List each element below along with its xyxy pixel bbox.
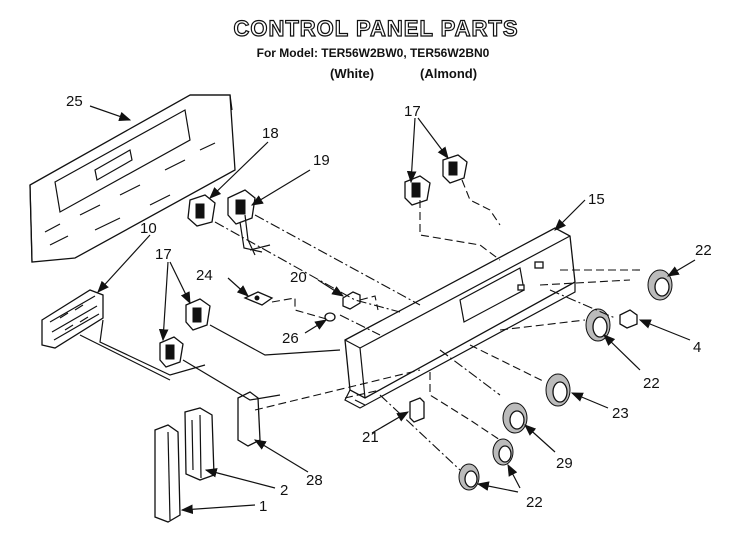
part-17-switch-lower-lower (159, 336, 184, 368)
callout-21: 21 (362, 429, 379, 446)
part-2-end-cap (184, 407, 215, 481)
part-15-control-panel (344, 227, 576, 409)
part-18-switch (187, 194, 216, 227)
variant-white: (White) (330, 66, 375, 81)
part-10-display-board (41, 289, 104, 349)
part-17-switch-lower-upper (185, 298, 211, 331)
callout-23: 23 (612, 405, 629, 422)
callout-15: 15 (588, 191, 605, 208)
model-line: For Model: TER56W2BW0, TER56W2BN0 (256, 46, 490, 60)
part-1-end-cap (154, 424, 181, 523)
part-22-knob-right-top (647, 269, 673, 301)
part-22-knob-bottom-left (458, 463, 480, 491)
part-19-switch-with-wires (227, 189, 271, 256)
variant-almond: (Almond) (420, 66, 478, 81)
callout-28: 28 (306, 472, 323, 489)
callout-17-top: 17 (404, 103, 421, 120)
part-26-bulb (324, 312, 336, 322)
part-22-knob-right-mid (585, 308, 611, 342)
callout-24: 24 (196, 267, 213, 284)
callout-26: 26 (282, 330, 299, 347)
callout-22-top-right: 22 (695, 242, 712, 259)
callout-22-middle: 22 (643, 375, 660, 392)
callout-2: 2 (280, 482, 288, 499)
part-29-knob (502, 402, 528, 434)
leader-arrows (89, 105, 696, 515)
part-24-clip (243, 291, 274, 306)
part-25-rear-panel (29, 94, 236, 263)
part-23-knob (545, 373, 571, 407)
callout-18: 18 (262, 125, 279, 142)
part-21-bracket (409, 397, 425, 423)
assembly-lines (79, 179, 640, 471)
part-4-indicator (619, 309, 638, 329)
part-22-knob-bottom-right (492, 438, 514, 466)
part-17-switch-upper-left (404, 175, 431, 206)
callout-19: 19 (313, 152, 330, 169)
callout-20: 20 (290, 269, 307, 286)
callout-10: 10 (140, 220, 157, 237)
callout-17-left: 17 (155, 246, 172, 263)
callout-4: 4 (693, 339, 701, 356)
callout-25: 25 (66, 93, 83, 110)
callout-1: 1 (259, 498, 267, 515)
diagram-title: CONTROL PANEL PARTS (233, 15, 519, 41)
part-17-switch-upper-right (442, 154, 468, 184)
callout-29: 29 (556, 455, 573, 472)
callout-22-bottom: 22 (526, 494, 543, 511)
